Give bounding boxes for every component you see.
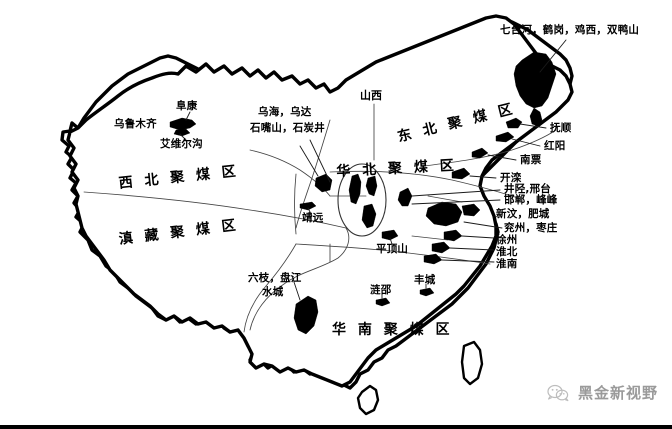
leader-wuhai-shizuishan: [309, 139, 331, 183]
coalfield-aiweiergou: [173, 128, 191, 137]
leader-pingdingshan: [389, 237, 393, 245]
leader-handan-fengfeng: [411, 199, 501, 205]
leader-huaibei: [449, 247, 495, 251]
region-divider-southchina-west: [243, 243, 297, 333]
coalfield-shanxi-south: [361, 203, 377, 229]
mine-label-huaibei: 淮北: [496, 246, 518, 258]
leader-hongyang: [511, 138, 541, 147]
coalfield-huainan: [423, 253, 443, 265]
coalfield-jingxing-xingtai: [397, 187, 413, 207]
coalfield-pingdingshan: [381, 229, 399, 241]
china-outline-detail: [66, 14, 574, 388]
leader-jingyuan: [307, 207, 313, 217]
region-divider-northeast-interior: [423, 129, 557, 167]
mine-label-xinwen-feicheng: 新汶，肥城: [496, 208, 550, 220]
mine-label-jingxing-xingtai: 井陉,邢台: [504, 183, 551, 195]
mine-label-kailuan: 开滦: [500, 172, 522, 184]
region-tick-b: [427, 195, 463, 203]
region-divider-northchina-southchina: [295, 243, 491, 265]
coalfield-fengcheng: [419, 287, 435, 297]
watermark: 黑金新视野: [547, 382, 658, 403]
region-divider-northchina-west: [294, 173, 297, 235]
leader-fukang: [185, 111, 191, 121]
region-divider-northwest-dianzang: [83, 191, 347, 229]
mine-label-pingdingshan: 平顶山: [376, 243, 409, 255]
mine-label-hongyang: 红阳: [544, 140, 566, 152]
province-label-shanxi: 山西: [360, 89, 382, 102]
island-taiwan: [460, 340, 484, 386]
leader-qitaihe-group: [539, 39, 567, 73]
mine-label-urumqi: 乌鲁木齐: [114, 118, 157, 130]
mine-label-shuicheng: 水城: [262, 286, 284, 298]
bottom-rule: [0, 425, 672, 429]
coalfield-guizhou-liupanshui: [293, 295, 319, 335]
coalfield-lianshao: [375, 297, 391, 307]
coalfield-shanxi-east: [365, 175, 378, 197]
mine-label-liuzhi-panjiang: 六枝，盘江: [248, 272, 302, 284]
leader-jingxing-xingtai: [411, 189, 501, 197]
mine-label-huainan: 淮南: [496, 258, 518, 270]
mine-label-qitaihe-group: 七台河，鹤岗，鸡西，双鸭山: [500, 24, 640, 36]
mine-label-xuzhou: 徐州: [496, 234, 518, 246]
coalfield-kailuan: [451, 167, 471, 180]
leader-yanzhou-zaozhuang: [463, 221, 503, 229]
mine-label-lianshao: 涟邵: [370, 284, 392, 296]
coalfield-shandong-east: [461, 203, 481, 217]
leader-aiweiergou: [179, 133, 187, 141]
leader-shizuishan2: [299, 145, 319, 177]
coalfield-fushun: [505, 117, 523, 129]
coalfield-urumqi-fukang: [169, 117, 197, 131]
coalfield-heilongjiang-cluster: [513, 51, 557, 109]
mine-label-wuhai-wuda: 乌海，乌达: [258, 106, 312, 118]
northchina-highlight-ellipse: [337, 163, 387, 237]
leader-liupanshui: [291, 275, 301, 301]
mine-label-shizuishan-shitanjing: 石嘴山，石炭井: [250, 122, 325, 134]
coalfield-huaibei: [431, 241, 451, 254]
coalfield-xuzhou: [443, 229, 463, 242]
leader-huainan: [441, 259, 495, 263]
leader-nanpiao: [487, 154, 517, 161]
mine-label-fukang: 阜康: [176, 100, 198, 112]
mine-label-fushun: 抚顺: [550, 122, 572, 134]
leader-kailuan: [469, 175, 497, 179]
coalfield-heilongjiang-tail: [529, 107, 543, 127]
coalfield-hongyang: [495, 131, 515, 143]
mine-label-fengcheng: 丰城: [414, 274, 436, 286]
region-divider-northwest-east: [295, 119, 331, 229]
leader-xuzhou: [461, 235, 495, 239]
mine-label-handan-fengfeng: 邯郸，峰峰: [504, 194, 558, 206]
island-hainan: [356, 384, 380, 416]
coalfield-nanpiao: [471, 147, 489, 159]
coalfield-jingyuan: [299, 201, 317, 211]
coalfield-shanxi-west: [348, 173, 362, 205]
mine-label-jingyuan: 靖远: [302, 212, 324, 224]
region-divider-dianzang-east: [249, 227, 350, 331]
mine-label-yanzhou-zaozhuang: 兖州，枣庄: [504, 222, 558, 234]
region-label-southchina: 华 南 聚 煤 区: [332, 322, 453, 338]
watermark-text: 黑金新视野: [577, 384, 658, 402]
region-tick-c: [411, 235, 449, 241]
mine-label-aiweiergou: 艾维尔沟: [160, 138, 203, 150]
wechat-icon: [547, 384, 569, 401]
leader-fushun: [519, 123, 547, 129]
region-divider-northchina-northeast: [329, 170, 519, 199]
mine-label-nanpiao: 南票: [520, 154, 542, 166]
